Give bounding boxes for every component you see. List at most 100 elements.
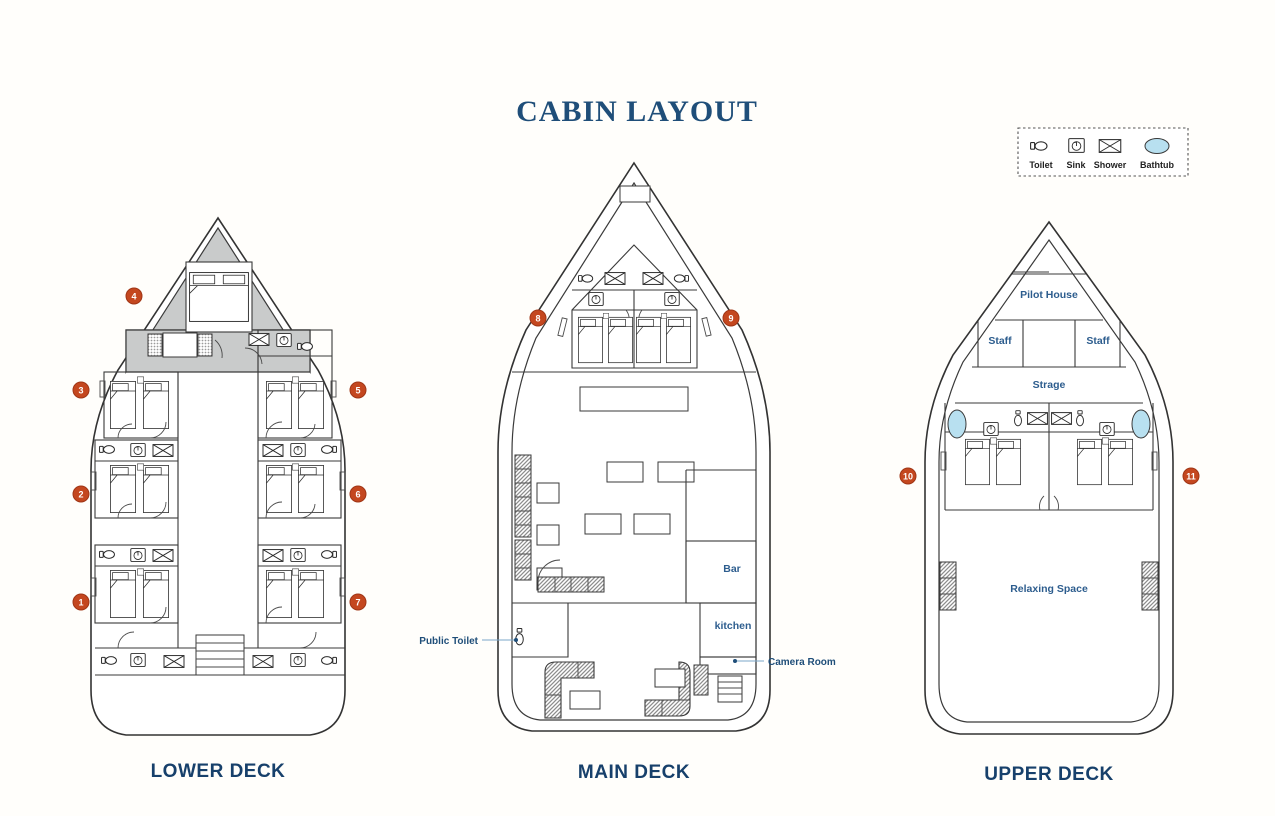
window — [557, 317, 568, 338]
toilet-icon — [515, 628, 524, 646]
door-arc — [149, 421, 167, 439]
nightstand — [661, 312, 667, 320]
dining-table — [657, 461, 695, 483]
door-arc — [1039, 495, 1045, 511]
sink-icon — [276, 333, 292, 347]
sink-icon — [130, 548, 146, 562]
bed — [298, 569, 324, 619]
cabin-walls — [944, 403, 1154, 511]
shower-icon — [262, 444, 284, 457]
cabin-badge-1[interactable]: 1 — [72, 593, 90, 611]
bed — [143, 464, 169, 514]
callout-label-camera-room: Camera Room — [768, 657, 836, 668]
cabin-badge-7[interactable]: 7 — [349, 593, 367, 611]
shower-icon — [152, 549, 174, 562]
shower-icon — [163, 655, 185, 668]
stairs — [195, 634, 245, 676]
nightstand — [137, 463, 144, 471]
bar-upper-wall — [685, 469, 756, 541]
door-arc — [537, 559, 561, 583]
public-toilet-room — [512, 559, 700, 658]
door-arc — [214, 339, 223, 359]
toilet-icon — [297, 342, 313, 351]
coffee-table — [569, 690, 601, 710]
deck-label-lower: LOWER DECK — [151, 761, 286, 782]
cabin-badge-5[interactable]: 5 — [349, 381, 367, 399]
callout-camera-room: Camera Room — [733, 657, 836, 668]
sofa-row — [537, 576, 605, 593]
counter — [579, 386, 689, 412]
stair-block — [717, 675, 743, 703]
main-deck: Bar kitchen — [419, 161, 836, 783]
door-arc — [265, 501, 283, 519]
bed — [1077, 438, 1102, 486]
toilet-icon — [673, 274, 689, 283]
room-label-kitchen: kitchen — [715, 620, 752, 632]
deck-label-main: MAIN DECK — [578, 762, 690, 783]
bed — [298, 380, 324, 430]
badge-label-2: 2 — [78, 490, 83, 500]
window — [701, 316, 712, 337]
nightstand — [990, 437, 997, 445]
sink-icon — [290, 548, 306, 562]
bathtub-icon — [1131, 409, 1151, 439]
badge-label-9: 9 — [728, 314, 733, 324]
staff-rooms: Staff Staff — [972, 320, 1126, 368]
toilet-icon — [321, 550, 337, 559]
bed — [578, 316, 603, 364]
bathtub-icon — [947, 409, 967, 439]
badge-label-7: 7 — [355, 598, 360, 608]
toilet-icon — [1030, 141, 1048, 151]
window — [339, 471, 346, 491]
badge-label-1: 1 — [78, 598, 83, 608]
cabin-3-room — [103, 371, 179, 439]
cabin-badge-8[interactable]: 8 — [529, 309, 547, 327]
deck-label-upper: UPPER DECK — [984, 764, 1114, 785]
main-deck-hull-inner — [511, 181, 757, 721]
bench-port — [514, 454, 532, 581]
toilet-icon — [578, 274, 594, 283]
cabin-badge-3[interactable]: 3 — [72, 381, 90, 399]
sink-icon — [130, 443, 146, 457]
shower-icon — [248, 333, 270, 346]
cabin-6 — [257, 439, 346, 519]
toilet-icon — [99, 445, 115, 454]
cabin-badge-6[interactable]: 6 — [349, 485, 367, 503]
window — [99, 380, 106, 398]
toilet-icon — [1076, 410, 1084, 427]
shower-icon — [252, 655, 274, 668]
bed — [965, 438, 990, 486]
toilet-icon — [101, 656, 117, 665]
main-deck-hull — [497, 161, 771, 732]
toilet-icon — [99, 550, 115, 559]
legend-label-sink: Sink — [1066, 160, 1086, 170]
door-arc — [117, 423, 133, 439]
sink-icon — [1099, 422, 1115, 436]
sink-icon — [1068, 138, 1085, 153]
cabin-4-area — [185, 261, 253, 333]
door-arc — [149, 501, 167, 519]
dining-table — [633, 513, 671, 535]
dining-table — [584, 513, 622, 535]
bed — [110, 464, 136, 514]
cabin-badge-4[interactable]: 4 — [125, 287, 143, 305]
cabin-badge-11[interactable]: 11 — [1182, 467, 1200, 485]
nightstand — [603, 312, 609, 320]
shower-icon — [152, 444, 174, 457]
door-arc — [117, 503, 133, 519]
room-label-storage: Strage — [1033, 379, 1066, 391]
badge-label-3: 3 — [78, 386, 83, 396]
bar-room: Bar — [685, 469, 757, 604]
callout-public-toilet: Public Toilet — [419, 636, 518, 647]
pilot-house: Pilot House — [995, 271, 1103, 321]
cabin-1 — [90, 544, 179, 649]
cabin-6-room — [257, 439, 342, 519]
cabin-5 — [244, 329, 337, 439]
cabin-badge-10[interactable]: 10 — [899, 467, 917, 485]
cabin-badge-2[interactable]: 2 — [72, 485, 90, 503]
bed — [110, 380, 136, 430]
cabin-7-room — [257, 544, 342, 624]
bed — [266, 464, 292, 514]
cabin-badge-9[interactable]: 9 — [722, 309, 740, 327]
page-title: CABIN LAYOUT — [516, 95, 758, 128]
